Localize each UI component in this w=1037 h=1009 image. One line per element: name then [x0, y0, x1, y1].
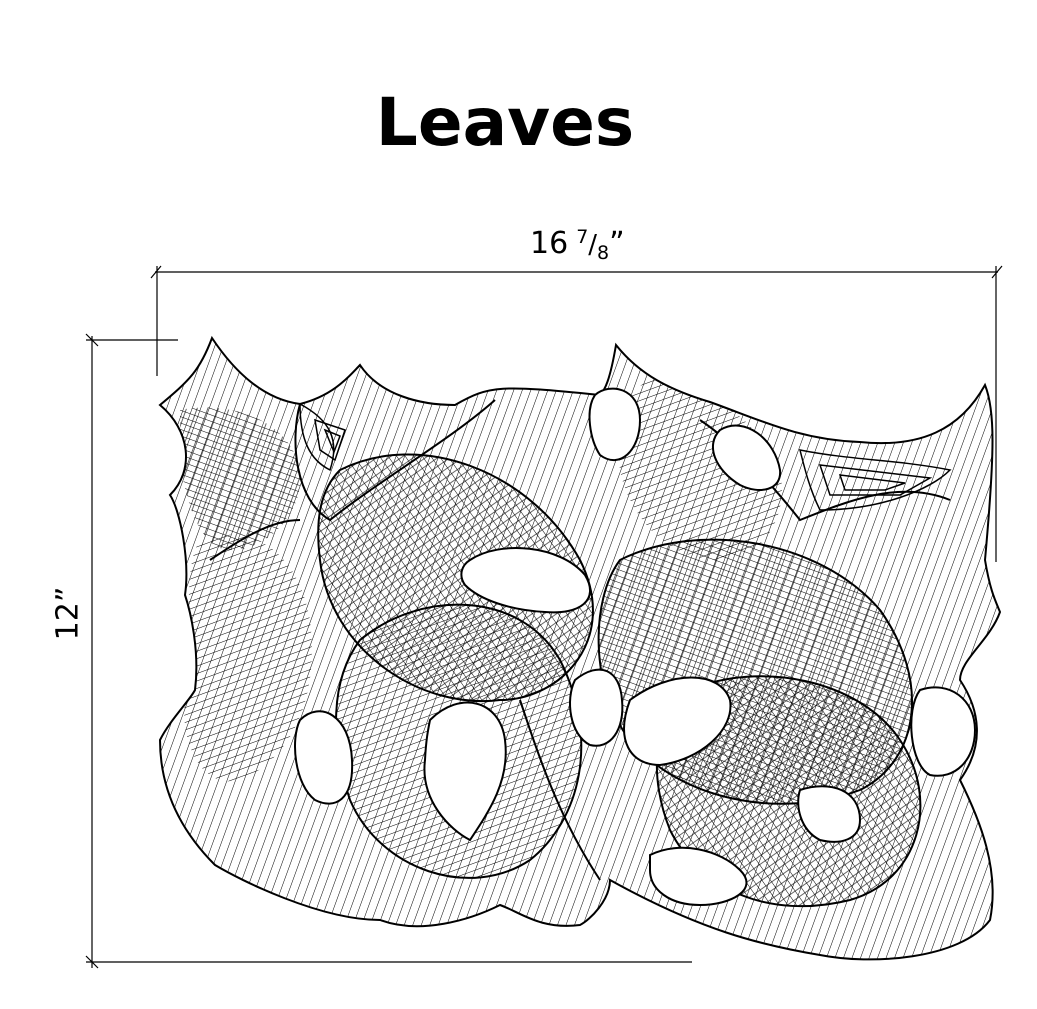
drawing-title: Leaves — [375, 84, 635, 161]
width-dimension-line — [150, 265, 1003, 562]
width-dimension-label: 16 7/8” — [530, 226, 625, 264]
diamond-motif-right — [798, 449, 952, 511]
width-numerator: 7 — [576, 226, 589, 248]
height-dimension-line — [85, 333, 692, 969]
width-unit: ” — [609, 226, 625, 261]
leaf-openings — [294, 387, 977, 907]
width-whole: 16 — [530, 226, 569, 261]
diamond-motif-left — [299, 402, 346, 472]
width-denominator: 8 — [597, 242, 610, 264]
width-slash: / — [588, 230, 598, 260]
leaf-mosaic — [160, 338, 1000, 960]
